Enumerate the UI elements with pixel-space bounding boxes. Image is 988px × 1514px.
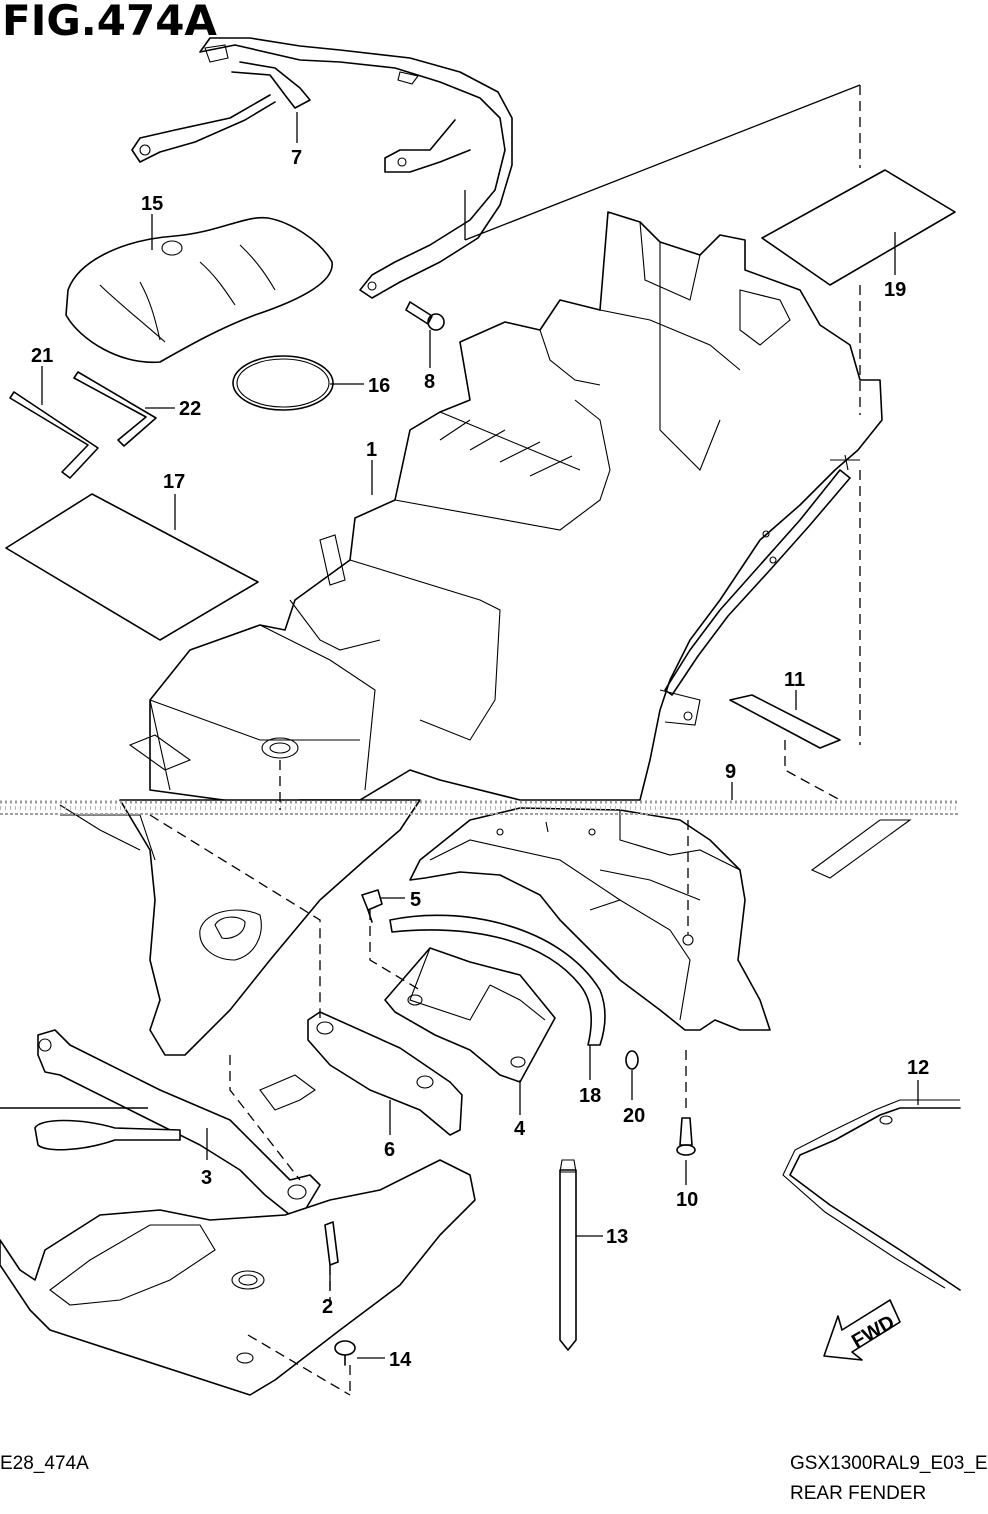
footer-right-code: GSX1300RAL9_E03_E [790, 1453, 988, 1474]
callout-10: 10 [676, 1189, 698, 1211]
callout-11: 11 [784, 669, 805, 691]
callout-13: 13 [606, 1226, 628, 1248]
callout-5: 5 [410, 889, 421, 911]
callout-16: 16 [368, 375, 390, 397]
ring-16 [232, 355, 334, 411]
callout-7: 7 [291, 147, 302, 169]
callout-8: 8 [424, 371, 435, 393]
sheet-17 [5, 493, 259, 641]
callouts: 7 15 21 22 16 8 1 17 19 11 9 5 12 18 20 … [31, 112, 929, 1371]
callout-22: 22 [179, 398, 201, 420]
sheet-19 [761, 169, 956, 286]
strap-18 [389, 914, 606, 1046]
parts-diagram: FWD 7 15 21 22 16 8 1 17 [0, 37, 961, 1396]
fender-rail [664, 469, 851, 696]
callout-17: 17 [163, 471, 185, 493]
footer-section-name: REAR FENDER [790, 1483, 927, 1504]
callout-20: 20 [623, 1105, 645, 1127]
callout-21: 21 [31, 345, 53, 367]
callout-19: 19 [884, 279, 906, 301]
loop-12 [789, 1107, 961, 1291]
callout-2: 2 [322, 1296, 333, 1318]
bolt-8 [405, 301, 445, 331]
callout-4: 4 [514, 1118, 526, 1140]
callout-14: 14 [389, 1349, 412, 1371]
footer-left-code: E28_474A [0, 1453, 89, 1474]
bottom-plate [0, 1159, 476, 1396]
hardware [324, 889, 696, 1366]
callout-3: 3 [201, 1167, 212, 1189]
callout-6: 6 [384, 1139, 395, 1161]
fwd-arrow: FWD [823, 1299, 901, 1361]
seat-pad-15 [65, 216, 333, 363]
left-clip-part [0, 1107, 181, 1151]
callout-15: 15 [141, 193, 163, 215]
callout-1: 1 [366, 439, 377, 461]
grab-rail [131, 37, 513, 299]
hex-wrenches [9, 371, 157, 479]
callout-18: 18 [579, 1085, 601, 1107]
scan-break [0, 800, 960, 815]
callout-9: 9 [725, 761, 736, 783]
cable-tie-13 [559, 1169, 577, 1351]
lower-fender-section [59, 799, 912, 1056]
figure-title: FIG.474A [2, 0, 217, 45]
callout-12: 12 [907, 1057, 929, 1079]
bracket-6 [307, 1011, 463, 1136]
rear-fender-body [128, 211, 883, 806]
